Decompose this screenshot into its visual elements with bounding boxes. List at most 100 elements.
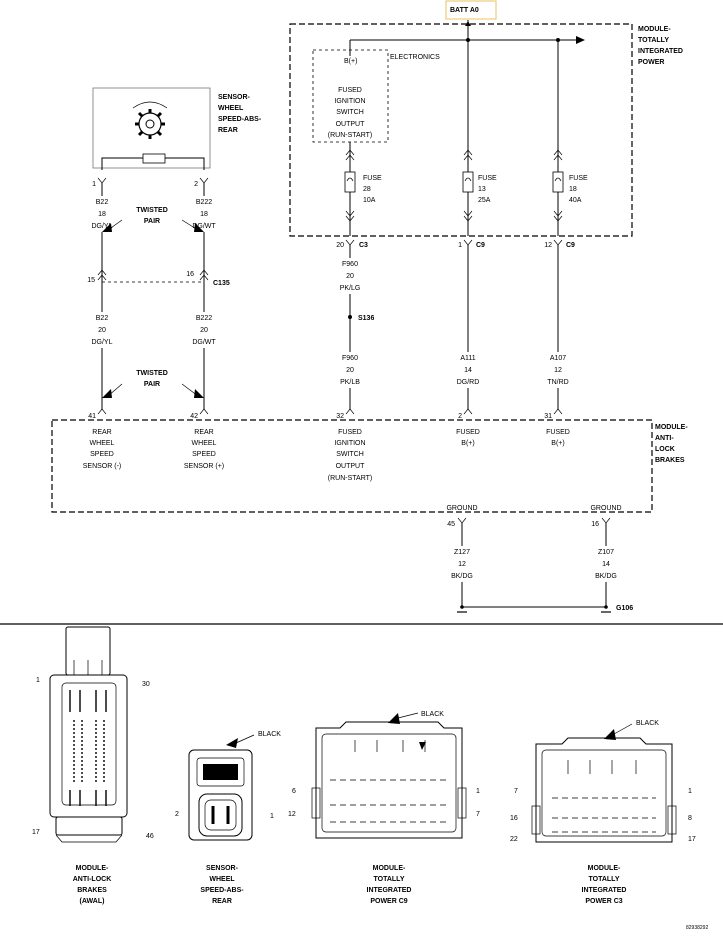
ground-pin-45: 45 xyxy=(447,521,455,528)
f960-bot-gauge: 20 xyxy=(346,367,354,374)
f960-top-color: PK/LG xyxy=(340,285,361,292)
fuse-2-label: FUSE xyxy=(478,175,497,182)
abs-l2-2: WHEEL xyxy=(192,440,217,447)
f960-top-gauge: 20 xyxy=(346,273,354,280)
fuse-2-rating: 25A xyxy=(478,197,491,204)
c3-pin-8: 8 xyxy=(688,815,692,822)
c9-pin-7: 7 xyxy=(476,811,480,818)
sensor-black-arrow-icon xyxy=(226,738,238,748)
fuse-18-icon xyxy=(552,171,564,193)
fuse-3-rating: 40A xyxy=(569,197,582,204)
abs-l1-1: REAR xyxy=(92,429,111,436)
b222-bot-color: DG/WT xyxy=(192,339,216,346)
sensor-title-4: REAR xyxy=(218,127,238,134)
twisted-arrow-left-icon xyxy=(102,223,112,232)
twisted-pair-1-a: TWISTED xyxy=(136,207,168,214)
c9-caption-4: POWER C9 xyxy=(370,898,407,905)
abs-conn-caption-2: ANTI-LOCK xyxy=(73,876,112,883)
z107-id: Z107 xyxy=(598,549,614,556)
c9-connector-view xyxy=(311,721,467,839)
tipm-feed-3 xyxy=(552,40,564,236)
tipm-conn-3: C9 xyxy=(566,242,575,249)
c9-pin-12: 12 xyxy=(288,811,296,818)
abs-l3-1: FUSED xyxy=(338,429,362,436)
abs-title-4: BRAKES xyxy=(655,457,685,464)
electronics-output-2: IGNITION xyxy=(334,98,365,105)
twisted-pair-1-b: PAIR xyxy=(144,218,160,225)
c3-caption-1: MODULE- xyxy=(588,865,621,872)
f960-bot-id: F960 xyxy=(342,355,358,362)
abs-title-2: ANTI- xyxy=(655,435,674,442)
fuse-1-rating: 10A xyxy=(363,197,376,204)
fuse-3-label: FUSE xyxy=(569,175,588,182)
sensor-conn-caption-1: SENSOR- xyxy=(206,865,239,872)
z107-color: BK/DG xyxy=(595,573,617,580)
abs-l5-2: B(+) xyxy=(551,440,564,447)
twisted-arrow-right-2-icon xyxy=(194,389,204,398)
abs-l1-4: SENSOR (-) xyxy=(83,463,122,470)
c3-pin-7: 7 xyxy=(514,788,518,795)
sensor-conn-pin-1: 1 xyxy=(270,813,274,820)
z127-gauge: 12 xyxy=(458,561,466,568)
c135-pin-15: 15 xyxy=(87,277,95,284)
fuse-13-icon xyxy=(462,171,474,193)
c9-pin-6: 6 xyxy=(292,788,296,795)
a107-gauge: 12 xyxy=(554,367,562,374)
z107-gauge: 14 xyxy=(602,561,610,568)
sensor-title-2: WHEEL xyxy=(218,105,244,112)
twisted-arrow-left-2-icon xyxy=(102,389,112,398)
abs-pin-41: 41 xyxy=(88,413,96,420)
c9-caption-2: TOTALLY xyxy=(374,876,405,883)
f960-top-id: F960 xyxy=(342,261,358,268)
b22-top-id: B22 xyxy=(96,199,109,206)
b222-top-color: DG/WT xyxy=(192,223,216,230)
c3-pin-22: 22 xyxy=(510,836,518,843)
sensor-pin-2: 2 xyxy=(194,181,198,188)
abs-l4-2: B(+) xyxy=(461,440,474,447)
sensor-connector-view xyxy=(188,749,253,841)
c9-pin-1: 1 xyxy=(476,788,480,795)
z127-color: BK/DG xyxy=(451,573,473,580)
abs-pin-42: 42 xyxy=(190,413,198,420)
c9-caption-3: INTEGRATED xyxy=(367,887,412,894)
z127-id: Z127 xyxy=(454,549,470,556)
abs-l2-1: REAR xyxy=(194,429,213,436)
a111-color: DG/RD xyxy=(457,379,480,386)
tipm-boundary xyxy=(289,23,633,237)
abs-pin-32: 32 xyxy=(336,413,344,420)
abs-l5-1: FUSED xyxy=(546,429,570,436)
tipm-pin-1: 20 xyxy=(336,242,344,249)
abs-conn-caption-4: (AWAL) xyxy=(80,898,105,905)
tipm-pin-3: 12 xyxy=(544,242,552,249)
fuse-1-number: 28 xyxy=(363,186,371,193)
electronics-label: ELECTRONICS xyxy=(390,54,440,61)
c3-conn-black: BLACK xyxy=(636,720,659,727)
sensor-conn-black: BLACK xyxy=(258,731,281,738)
splice-s136-icon xyxy=(348,315,352,319)
abs-l3-2: IGNITION xyxy=(334,440,365,447)
sensor-title-3: SPEED-ABS- xyxy=(218,116,262,123)
abs-l1-2: WHEEL xyxy=(90,440,115,447)
a111-gauge: 14 xyxy=(464,367,472,374)
b222-top-id: B222 xyxy=(196,199,212,206)
b222-bot-id: B222 xyxy=(196,315,212,322)
c3-connector-view xyxy=(531,737,677,843)
b22-top-color: DG/YL xyxy=(91,223,112,230)
gear-icon xyxy=(132,101,168,139)
sensor-resistor-icon xyxy=(142,153,166,164)
f960-bot-color: PK/LB xyxy=(340,379,360,386)
a107-color: TN/RD xyxy=(547,379,568,386)
c3-pin-16: 16 xyxy=(510,815,518,822)
ground-1-label: GROUND xyxy=(446,505,477,512)
abs-conn-caption-1: MODULE- xyxy=(76,865,109,872)
splice-label: S136 xyxy=(358,315,374,322)
abs-l2-4: SENSOR (+) xyxy=(184,463,224,470)
sensor-title-1: SENSOR- xyxy=(218,94,251,101)
tipm-conn-1: C3 xyxy=(359,242,368,249)
fuse-1-label: FUSE xyxy=(363,175,382,182)
abs-l3-4: OUTPUT xyxy=(336,463,366,470)
ground-pin-16: 16 xyxy=(591,521,599,528)
sensor-conn-caption-2: WHEEL xyxy=(209,876,235,883)
tipm-title-3: INTEGRATED xyxy=(638,48,683,55)
